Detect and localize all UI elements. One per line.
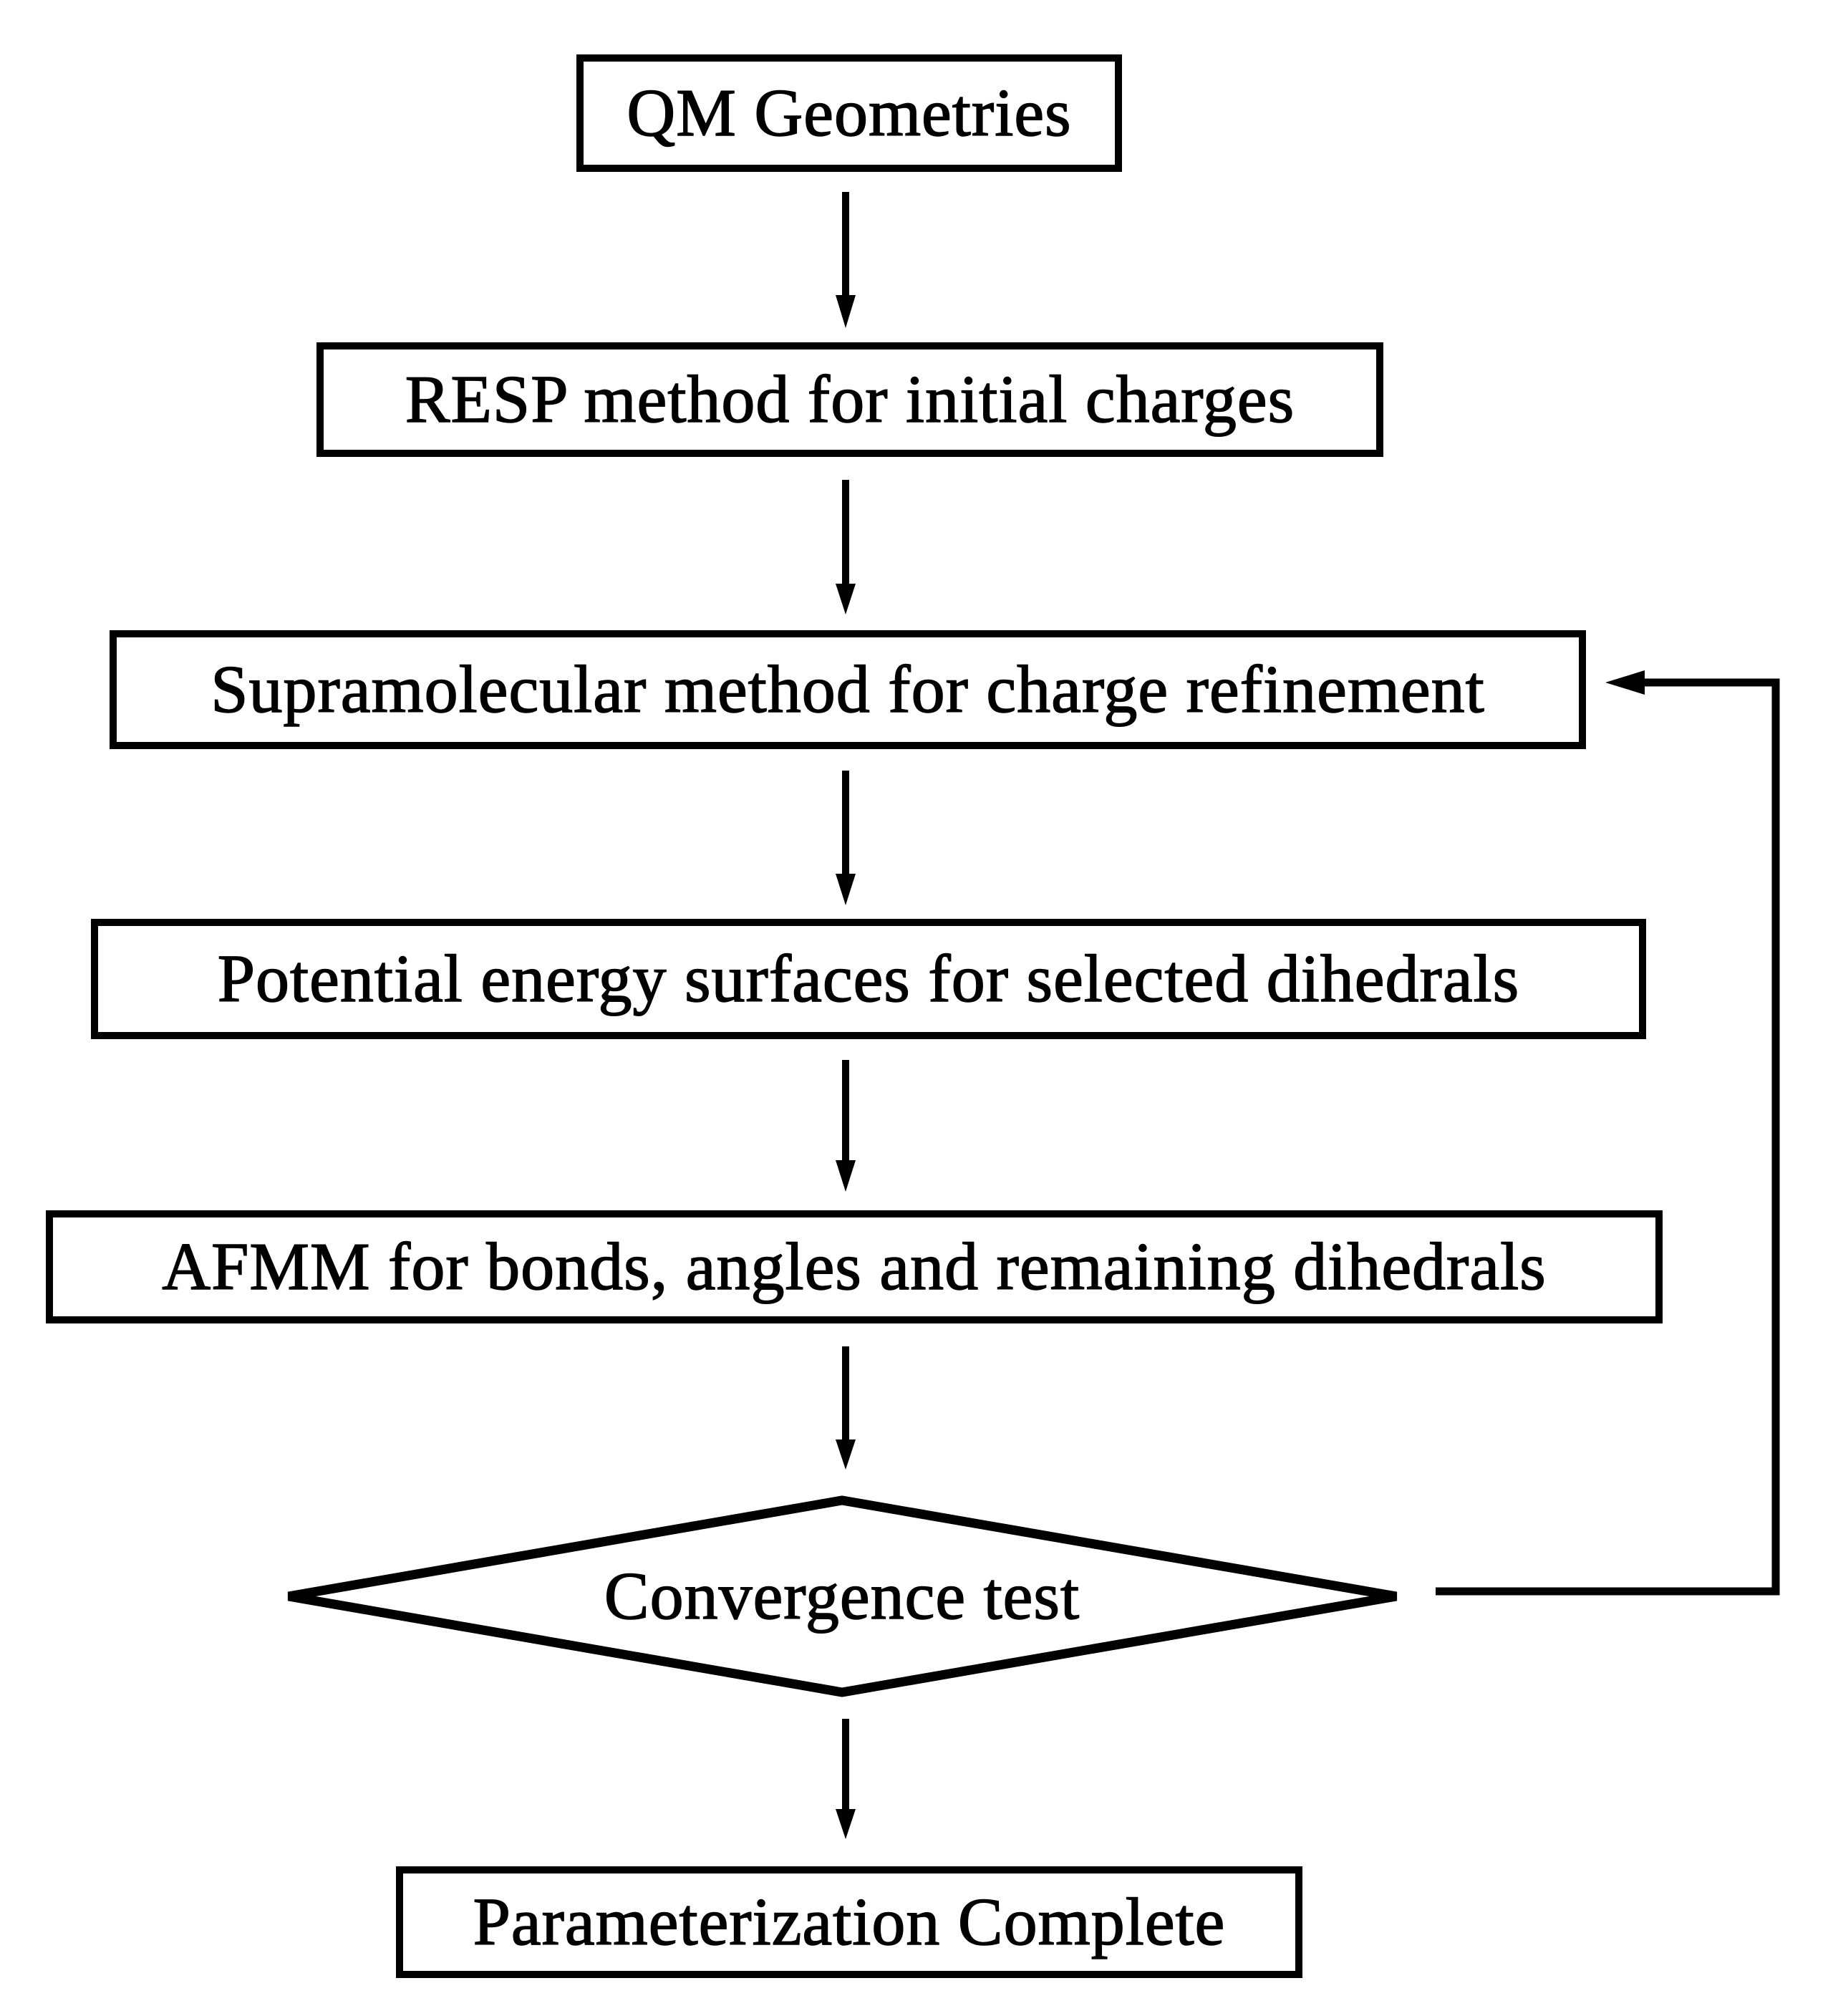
flow-node-afmm: AFMM for bonds, angles and remaining dih… [46, 1210, 1663, 1323]
flow-node-qm-geometries-label: QM Geometries [627, 76, 1072, 150]
flow-node-convergence-test-label: Convergence test [604, 1559, 1080, 1634]
flow-node-parameterization-complete: Parameterization Complete [396, 1866, 1302, 1978]
flow-node-supramolecular-method-label: Supramolecular method for charge refinem… [210, 652, 1485, 727]
flow-node-convergence-test: Convergence test [556, 1561, 1128, 1632]
feedback-loop-convergence-to-supra [1436, 670, 1780, 1596]
flow-node-resp-method: RESP method for initial charges [316, 342, 1383, 457]
flow-node-qm-geometries: QM Geometries [576, 54, 1122, 172]
arrow-resp-to-supra [836, 480, 856, 614]
arrow-convergence-to-complete [836, 1719, 856, 1839]
convergence-diamond-shape [287, 1495, 1398, 1697]
flow-node-potential-energy-surfaces-label: Potential energy surfaces for selected d… [217, 942, 1520, 1016]
flow-node-resp-method-label: RESP method for initial charges [405, 362, 1295, 437]
arrow-afmm-to-convergence [836, 1346, 856, 1470]
arrow-pes-to-afmm [836, 1060, 856, 1192]
arrow-qm-to-resp [836, 192, 856, 328]
flow-node-afmm-label: AFMM for bonds, angles and remaining dih… [161, 1230, 1547, 1304]
arrow-supra-to-pes [836, 771, 856, 905]
flow-node-parameterization-complete-label: Parameterization Complete [473, 1885, 1226, 1959]
flow-node-potential-energy-surfaces: Potential energy surfaces for selected d… [91, 919, 1646, 1039]
flow-node-supramolecular-method: Supramolecular method for charge refinem… [110, 630, 1586, 749]
